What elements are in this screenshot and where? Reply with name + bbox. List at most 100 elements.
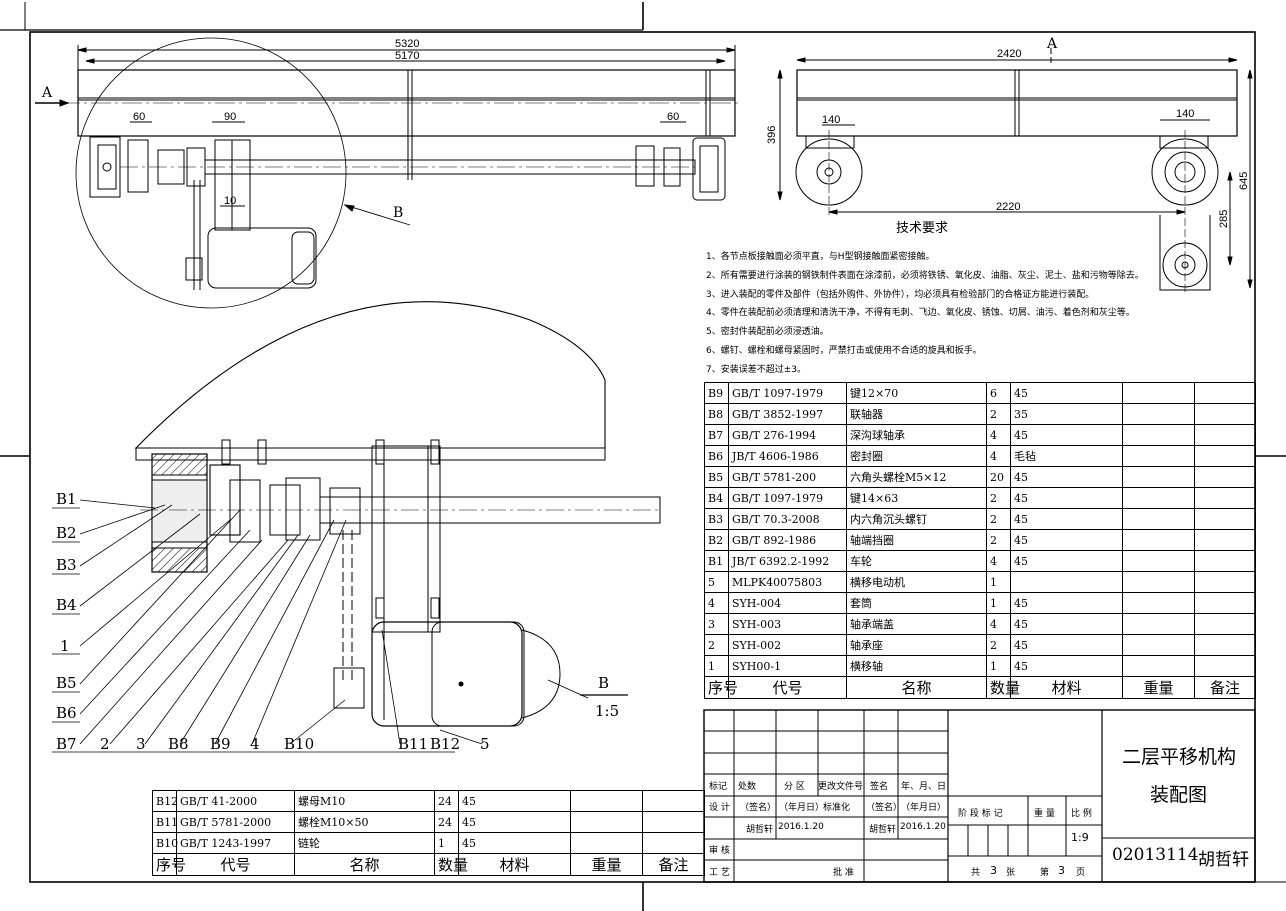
- bom-cell: [1122, 613, 1195, 635]
- dim-5320: 5320: [395, 38, 419, 50]
- bom-cell: SYH-003: [728, 613, 847, 635]
- bom-cell: 横移电动机: [846, 571, 987, 593]
- tb-scale-value: 1:9: [1071, 831, 1089, 844]
- balloon-left: B6: [56, 704, 77, 722]
- bom-cell: [642, 811, 705, 833]
- bom-cell: 螺母M10: [294, 790, 435, 812]
- drawing-title-line2: 装配图: [1150, 784, 1208, 806]
- bom-cell: 1: [704, 655, 729, 677]
- tb-review: 审 核: [709, 846, 730, 856]
- tech-requirement-item: 4、零件在装配前必须清理和清洗干净，不得有毛刺、飞边、氧化皮、锈蚀、切屑、油污、…: [706, 308, 1135, 319]
- bom-cell: [1122, 508, 1195, 530]
- dimension-values: 5320 5170 60 90 10 60 2420 140 140 396 6…: [133, 38, 1250, 228]
- bom-cell: 45: [1010, 634, 1123, 656]
- bom-cell: 3: [704, 613, 729, 635]
- bom-cell: [1122, 382, 1195, 404]
- bom-cell: 45: [458, 832, 571, 854]
- bom-header-cell: 名称: [294, 853, 435, 876]
- bom-cell: 毛毡: [1010, 445, 1123, 467]
- bom-cell: 深沟球轴承: [846, 424, 987, 446]
- bom-cell: MLPK40075803: [728, 571, 847, 593]
- bom-cell: 45: [458, 811, 571, 833]
- bom-cell: [1194, 592, 1256, 614]
- bom-cell: 车轮: [846, 550, 987, 572]
- bom-header-cell: 代号: [728, 676, 847, 699]
- balloon-bottom: B10: [284, 735, 314, 753]
- tb-standard: 标准化: [823, 803, 851, 813]
- bom-cell: [1194, 634, 1256, 656]
- balloon-left: B1: [56, 490, 77, 508]
- tech-requirement-item: 5、密封件装配前必须浸透油。: [706, 327, 829, 338]
- bom-header-cell: 重量: [570, 853, 643, 876]
- bom-cell: 4: [704, 592, 729, 614]
- tb-process: 工 艺: [709, 868, 730, 878]
- tech-requirements-title: 技术要求: [896, 221, 949, 236]
- bom-header-row: 序号代号名称数量材料重量备注: [152, 853, 705, 876]
- tech-requirement-item: 1、各节点板接触面必须平直，与H型钢接触面紧密接触。: [706, 252, 935, 262]
- bom-cell: B5: [704, 466, 729, 488]
- balloon-bottom: B12: [430, 735, 460, 753]
- bom-cell: [1194, 655, 1256, 677]
- bom-cell: [570, 790, 643, 812]
- bom-header-cell: 备注: [642, 853, 705, 876]
- top-elevation-view: [35, 37, 738, 309]
- technical-requirements: 技术要求 1、各节点板接触面必须平直，与H型钢接触面紧密接触。 2、所有需要进行…: [706, 221, 1266, 380]
- bom-cell: 45: [1010, 487, 1123, 509]
- end-view: [777, 48, 1253, 295]
- bom-cell: [1194, 487, 1256, 509]
- bom-cell: 螺栓M10×50: [294, 811, 435, 833]
- bom-header-cell: 序号: [152, 853, 186, 876]
- view-b-pointer-label: B: [393, 205, 403, 221]
- balloon-bottom: B11: [398, 735, 428, 753]
- bom-cell: 2: [986, 529, 1011, 551]
- tech-requirement-item: 6、螺钉、螺栓和螺母紧固时，严禁打击或使用不合适的旋具和扳手。: [706, 345, 982, 356]
- tb-total-n: 3: [990, 864, 997, 877]
- drawing-number: 02013114: [1112, 845, 1199, 865]
- dim-60-right: 60: [667, 111, 679, 123]
- bom-header-cell: 序号: [704, 676, 738, 699]
- bom-cell: 24: [434, 811, 459, 833]
- bom-cell: [1122, 424, 1195, 446]
- bom-cell: GB/T 5781-2000: [176, 811, 295, 833]
- bom-cell: 2: [986, 487, 1011, 509]
- bom-cell: [1122, 529, 1195, 551]
- balloon-bottom: B9: [210, 735, 231, 753]
- bom-cell: B3: [704, 508, 729, 530]
- bom-header-cell: 材料: [1010, 676, 1123, 699]
- bom-cell: 24: [434, 790, 459, 812]
- dim-90: 90: [224, 111, 236, 123]
- tb-std-date: 2016.1.20: [900, 822, 946, 832]
- bom-cell: 键14×63: [846, 487, 987, 509]
- bom-cell: B2: [704, 529, 729, 551]
- bom-cell: 链轮: [294, 832, 435, 854]
- view-a-label-right: A: [1046, 36, 1058, 52]
- tb-mark: 标记: [709, 782, 728, 792]
- tb-design-date: 2016.1.20: [778, 822, 824, 832]
- part-balloons: B1 B2 B3 B4 1 B5 B6 B7 2 3 B8 B9 4 B10 B…: [56, 490, 490, 753]
- tb-change-doc: 更改文件号: [818, 782, 864, 792]
- tb-designer: 胡哲轩: [746, 825, 774, 835]
- bom-cell: [1194, 445, 1256, 467]
- tb-date-placeholder-2: （年月日）: [901, 803, 947, 813]
- tb-no: 第: [1040, 868, 1050, 878]
- bom-cell: 45: [1010, 508, 1123, 530]
- dim-285: 285: [1218, 210, 1230, 228]
- bom-header-cell: 重量: [1122, 676, 1195, 699]
- bom-cell: B12: [152, 790, 178, 812]
- bom-cell: B6: [704, 445, 729, 467]
- balloon-left: 1: [60, 637, 70, 655]
- balloon-bottom: B8: [168, 735, 189, 753]
- dim-396: 396: [766, 126, 778, 144]
- tb-sign-placeholder-2: （签名）: [866, 803, 903, 813]
- bom-cell: SYH00-1: [728, 655, 847, 677]
